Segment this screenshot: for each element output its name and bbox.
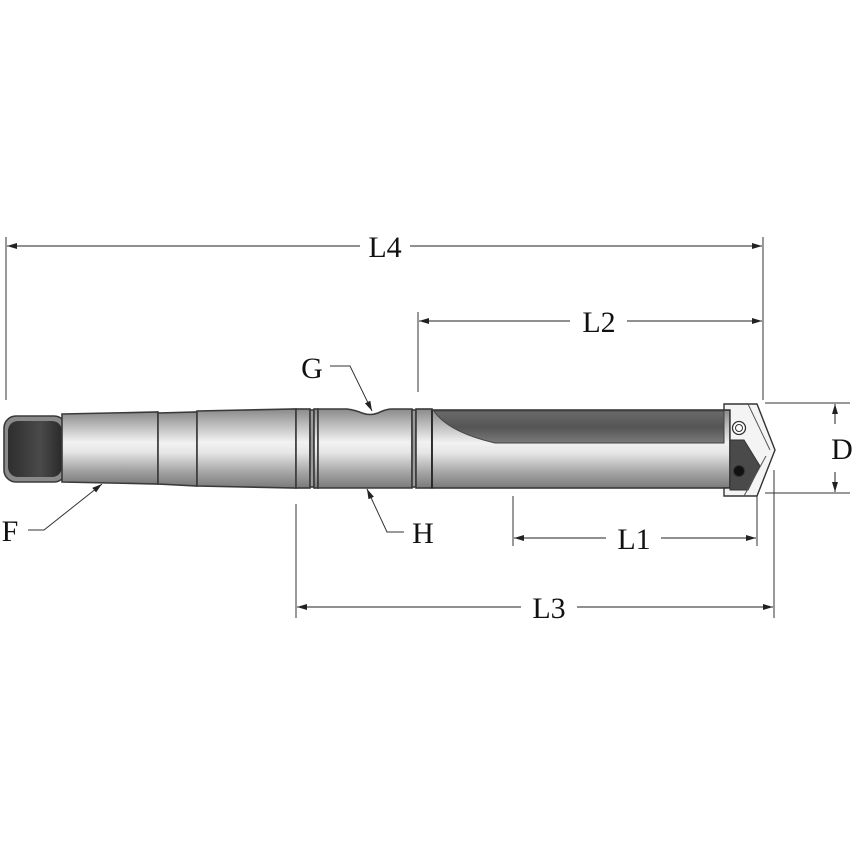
callout-label-G: G [301, 352, 323, 385]
dimension-L3: L3 [297, 592, 773, 625]
morse-taper-shank [61, 408, 311, 489]
dimension-D: D [831, 404, 853, 492]
dimension-L1: L1 [514, 523, 756, 556]
collar-grooves-right [411, 408, 433, 489]
callout-label-F: F [2, 515, 19, 548]
coolant-hole-icon [733, 465, 745, 477]
dimension-label-L2: L2 [582, 306, 615, 339]
shank-tang [3, 415, 67, 483]
callout-H: H [366, 488, 434, 550]
dimension-L4: L4 [7, 231, 762, 264]
dimension-label-D: D [831, 433, 853, 466]
tool-body [3, 403, 776, 497]
collar-grooves-left [309, 408, 319, 489]
dimension-label-L1: L1 [617, 523, 650, 556]
dimension-L2: L2 [419, 306, 762, 339]
dimension-label-L4: L4 [368, 231, 401, 264]
dimension-label-L3: L3 [532, 592, 565, 625]
spade-insert [723, 403, 776, 497]
fluted-body [431, 409, 731, 489]
body-collar [317, 408, 413, 489]
callout-label-H: H [412, 517, 434, 550]
callout-F: F [2, 483, 103, 548]
insert-screw-icon [731, 420, 747, 436]
extension-lines [5, 237, 850, 618]
callout-G: G [301, 352, 373, 412]
